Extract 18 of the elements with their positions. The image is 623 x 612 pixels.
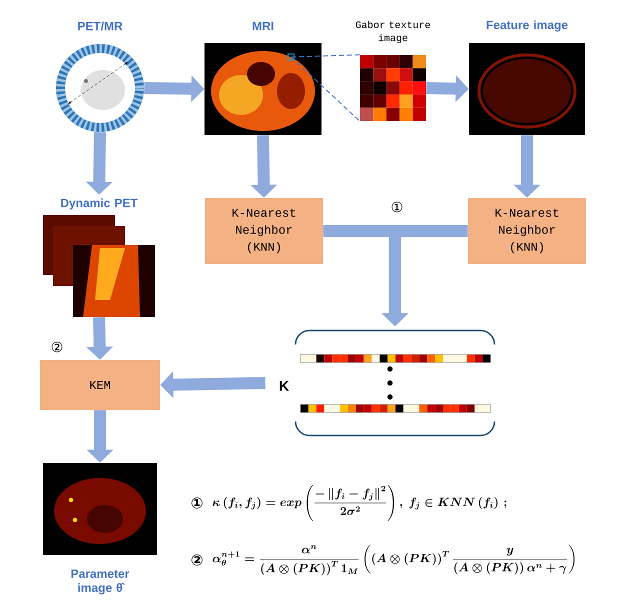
equation-number: ② xyxy=(192,554,202,566)
process-box: K-Nearest Neighbor (KNN) xyxy=(468,198,586,264)
image-title: MRI xyxy=(252,22,274,30)
image-title: Gabor texture image xyxy=(356,20,430,44)
process-box: K-Nearest Neighbor (KNN) xyxy=(205,198,323,264)
zoom-line xyxy=(290,54,360,122)
image-title: Dynamic PET xyxy=(61,198,138,210)
equation: $\boldsymbol{\kappa\left(f_i,f_j\right)=exp\left(\frac{-\left\|f_i-f_j\right\|^2}{2\sigma^2}\right),\ f_j\in KNN\left(f_i\right)\,;}$ xyxy=(212,484,506,521)
step-number: ② xyxy=(52,342,62,352)
edge-label: ① xyxy=(390,200,404,214)
equation: $\boldsymbol{\alpha_\theta^{n+1}=\frac{\alpha^n}{\left(A\otimes(PK)\right)^T 1_M}\left(\left(A\otimes(PK)\right)^T\frac{y}{\left(A\otimes(PK)\right)\alpha^n+\gamma}\right)}$ xyxy=(212,544,574,576)
process-box: KEM xyxy=(40,360,160,410)
kernel-matrix-drawing xyxy=(294,330,496,436)
image-title: PET/MR xyxy=(78,22,122,30)
equation-number: ① xyxy=(192,498,202,508)
image-title: Parameter image θ̂ xyxy=(71,570,130,594)
image-title: Feature image xyxy=(486,20,568,32)
edge-label: K xyxy=(278,380,290,392)
